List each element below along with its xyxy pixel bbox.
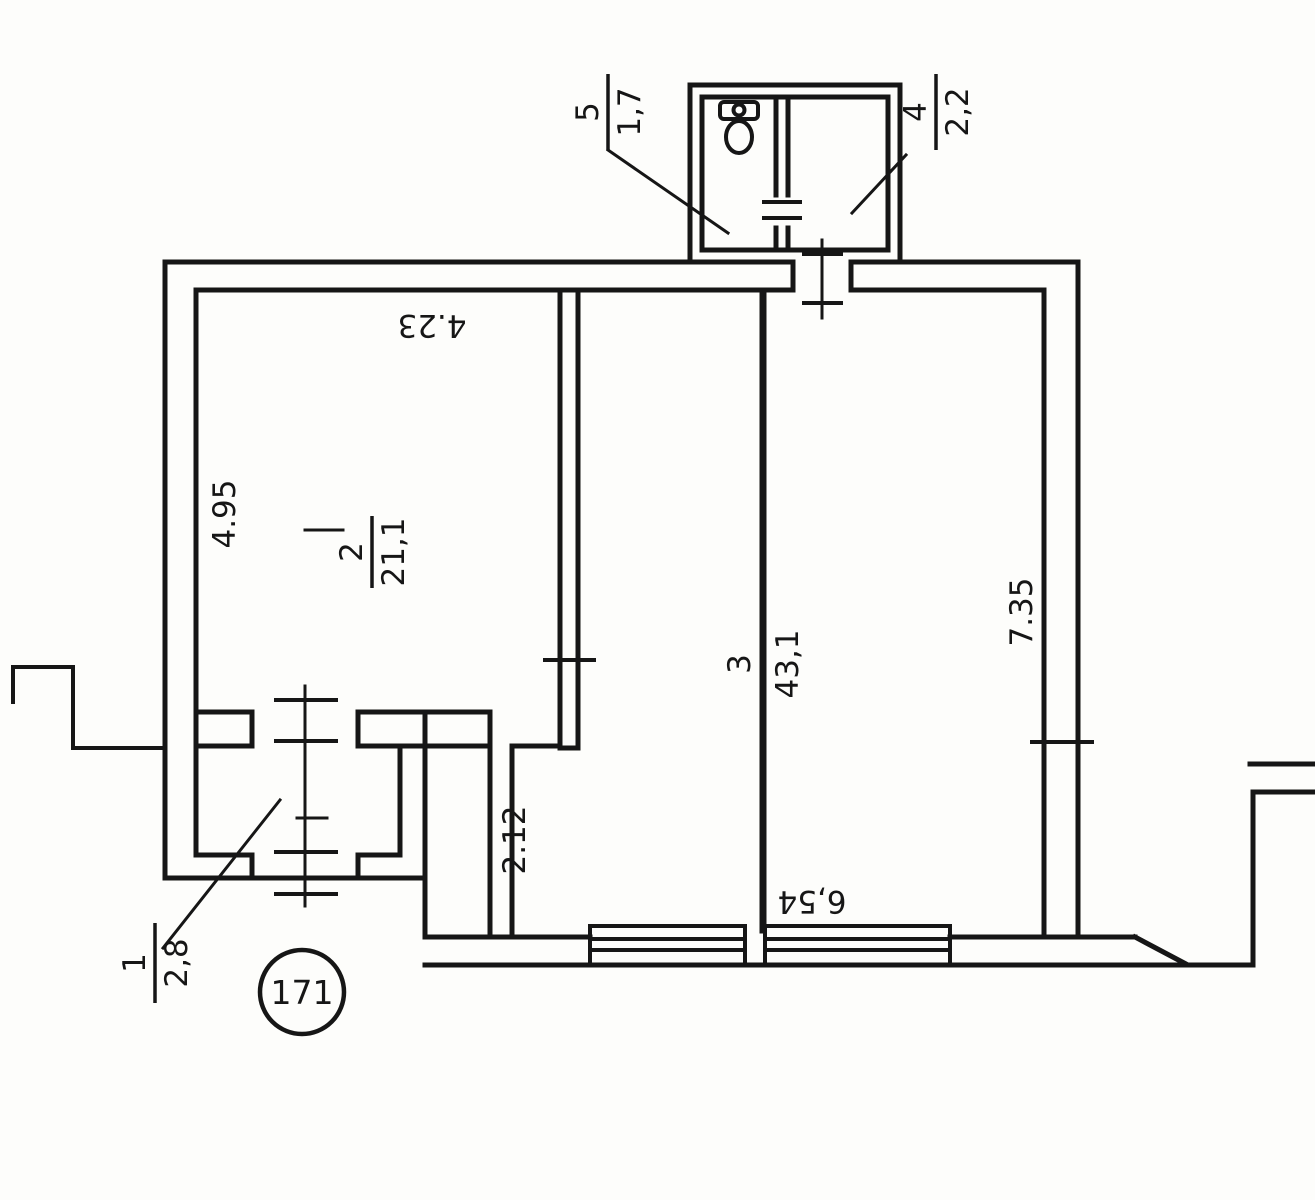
svg-text:4.95: 4.95 <box>207 479 243 548</box>
plan-number-badge: 171 <box>257 947 347 1037</box>
dim-room3-depth: 7.35 <box>1004 577 1040 646</box>
room-4-label: 4 2,2 <box>898 74 976 150</box>
room-1-area: 2,8 <box>159 938 195 987</box>
room-1-number: 1 <box>117 953 153 973</box>
svg-text:7.35: 7.35 <box>1004 577 1040 646</box>
plan-number: 171 <box>271 973 334 1012</box>
entrance-stoop-outline <box>11 665 167 750</box>
dim-hall-width: 2.12 <box>497 805 533 874</box>
dim-room2-width: 4.23 <box>397 307 466 343</box>
room-5-label: 5 1,7 <box>570 74 648 150</box>
leader-lines <box>160 147 909 951</box>
room-5-area: 1,7 <box>612 87 648 136</box>
dim-room2-depth: 4.95 <box>207 479 243 548</box>
svg-text:6,54: 6,54 <box>777 883 846 919</box>
svg-text:2.12: 2.12 <box>497 805 533 874</box>
bathroom-walls <box>687 82 903 265</box>
room-2-number: 2 <box>334 542 370 562</box>
room-2-area: 21,1 <box>376 517 412 586</box>
dim-room3-width: 6,54 <box>777 883 846 919</box>
room-3-label: 3 43,1 <box>722 624 806 704</box>
room-3-area: 43,1 <box>770 629 806 698</box>
window-symbol <box>588 924 952 967</box>
toilet-icon <box>718 100 760 155</box>
main-walls <box>162 259 1315 968</box>
room-4-number: 4 <box>898 102 934 122</box>
svg-text:4.23: 4.23 <box>397 307 466 343</box>
room-2-label: 2 21,1 <box>334 516 412 588</box>
room-1-label: 1 2,8 <box>117 923 195 1003</box>
room-4-area: 2,2 <box>940 87 976 136</box>
room-5-number: 5 <box>570 102 606 122</box>
room-3-number: 3 <box>722 654 758 674</box>
